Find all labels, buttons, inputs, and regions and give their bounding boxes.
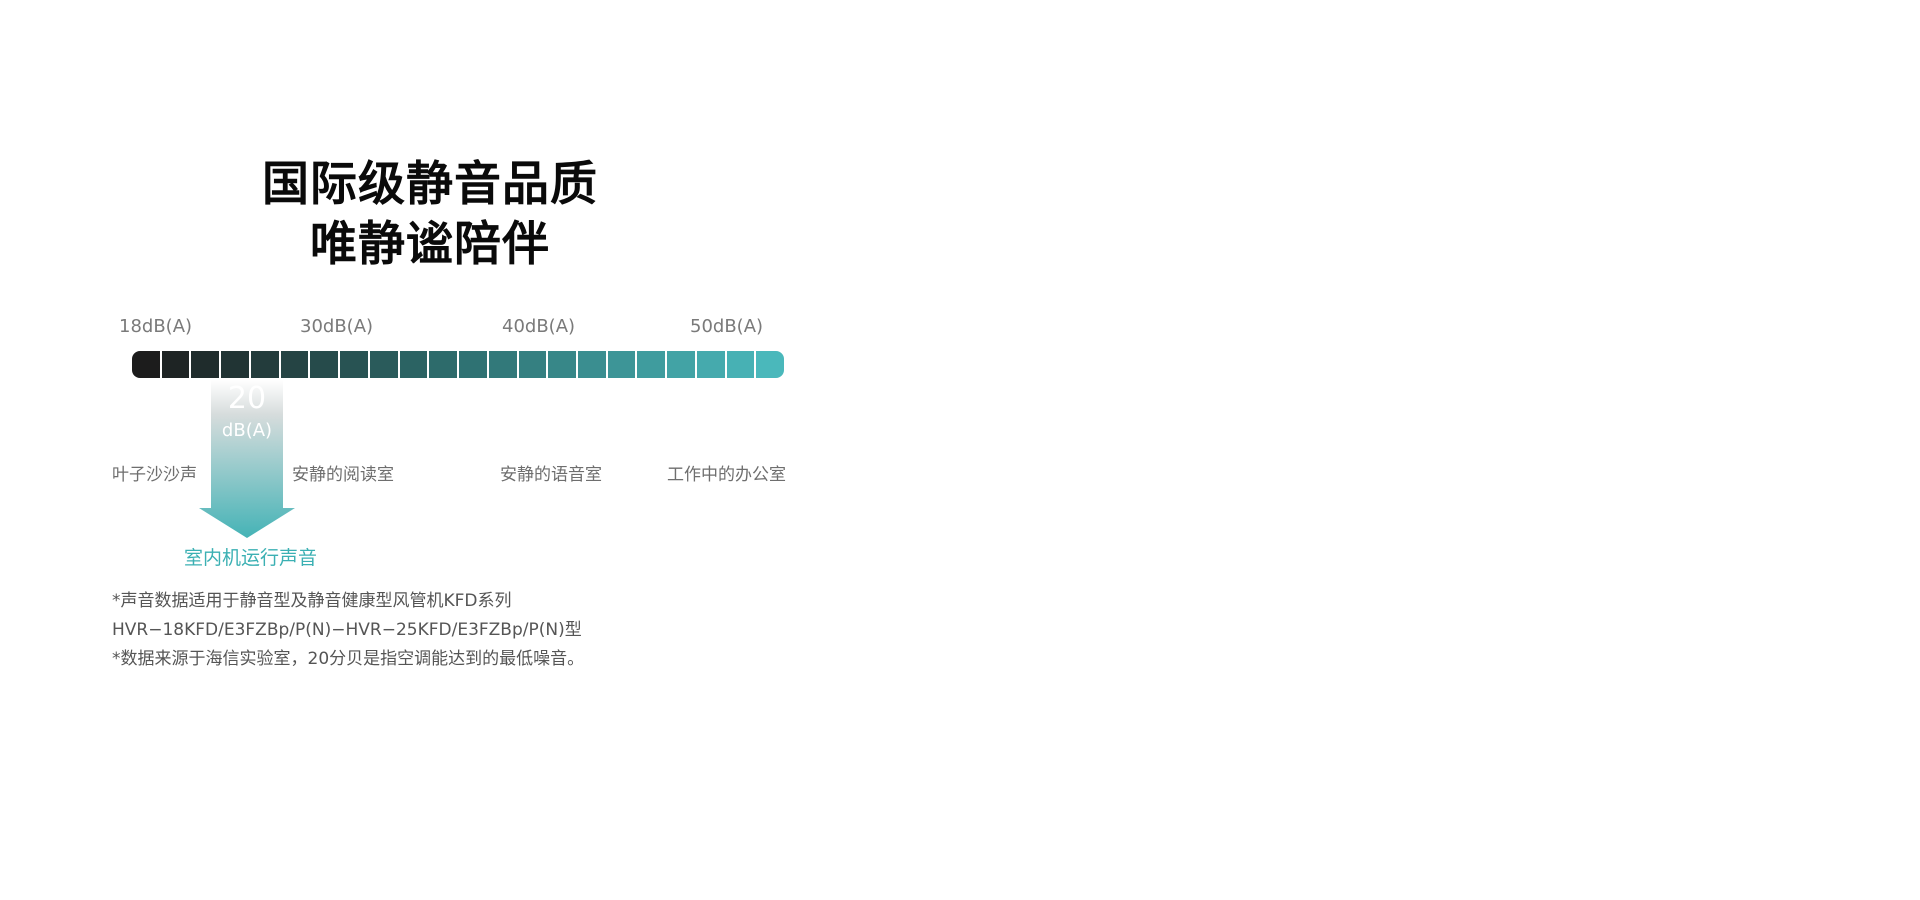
scene-label-office: 工作中的办公室	[667, 465, 786, 485]
indoor-unit-arrow	[199, 380, 295, 538]
scale-segment	[191, 351, 220, 378]
scale-segment	[399, 351, 428, 378]
scale-segment	[637, 351, 666, 378]
scale-segment	[488, 351, 517, 378]
db-label-50: 50dB(A)	[690, 316, 764, 337]
scene-label-reading-room: 安静的阅读室	[292, 465, 394, 485]
scale-segment	[607, 351, 636, 378]
headline-line-2: 唯静谧陪伴	[310, 217, 550, 272]
scale-segment	[221, 351, 249, 378]
db-label-18: 18dB(A)	[119, 316, 193, 337]
scale-segment	[250, 351, 279, 378]
scale-segment	[280, 351, 309, 378]
scene-label-voice-room: 安静的语音室	[500, 465, 602, 485]
scale-segment	[726, 351, 755, 378]
scale-segment	[459, 351, 487, 378]
scale-segment	[310, 351, 339, 378]
headline: 国际级静音品质 唯静谧陪伴	[220, 155, 640, 275]
scale-segment	[518, 351, 547, 378]
db-label-30: 30dB(A)	[300, 316, 374, 337]
scale-segment	[132, 351, 160, 378]
scale-segment	[667, 351, 695, 378]
footnotes: *声音数据适用于静音型及静音健康型风管机KFD系列 HVR−18KFD/E3FZ…	[112, 587, 584, 674]
noise-scale-bar	[132, 351, 785, 378]
headline-line-1: 国际级静音品质	[262, 157, 598, 212]
db-label-40: 40dB(A)	[502, 316, 576, 337]
scale-segment	[756, 351, 785, 378]
footnote-line-3: *数据来源于海信实验室，20分贝是指空调能达到的最低噪音。	[112, 649, 585, 669]
scale-segment	[369, 351, 398, 378]
footnote-line-2: HVR−18KFD/E3FZBp/P(N)−HVR−25KFD/E3FZBp/P…	[112, 620, 582, 640]
indoor-unit-caption: 室内机运行声音	[184, 547, 318, 569]
scale-segment	[696, 351, 725, 378]
scale-segment	[161, 351, 190, 378]
scale-segment	[429, 351, 458, 378]
scene-label-leaves: 叶子沙沙声	[112, 465, 197, 485]
indoor-unit-db-unit: dB(A)	[221, 420, 273, 441]
scale-segment	[340, 351, 368, 378]
scale-segment	[578, 351, 606, 378]
scale-segment	[548, 351, 577, 378]
indoor-unit-db-value: 20	[227, 381, 267, 416]
footnote-line-1: *声音数据适用于静音型及静音健康型风管机KFD系列	[112, 591, 512, 611]
